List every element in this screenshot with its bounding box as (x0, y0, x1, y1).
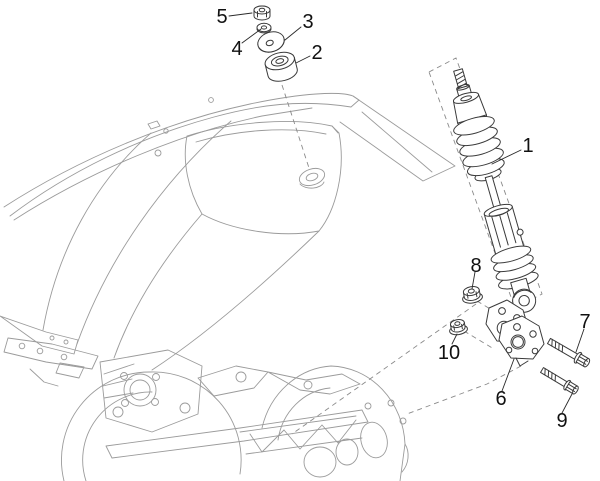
cup-washer-part-3 (257, 31, 285, 53)
top-mount-axis-dashed (281, 84, 310, 169)
bracket-to-engine-dashed-upper (291, 303, 477, 435)
bracket-to-engine-dashed-lower (406, 365, 522, 415)
callout-3: 3 (302, 11, 314, 33)
callout-6: 6 (495, 388, 507, 410)
callout-1: 1 (522, 135, 534, 157)
nut10-axis-dashed (463, 330, 495, 350)
hex-bolt-part-7 (547, 337, 591, 368)
hex-nut-part-5 (253, 5, 271, 21)
rear-body-panel-drawing (3, 92, 456, 387)
support-bracket-part-6 (485, 299, 545, 367)
shock-bellows (453, 116, 505, 182)
engine-crankcase-drawing (0, 315, 409, 481)
cylinder-block (99, 349, 203, 433)
callout-9: 9 (556, 410, 568, 432)
rubber-bushing-part-2 (264, 51, 298, 82)
swingarm-truss (239, 415, 363, 455)
callout-7: 7 (579, 311, 591, 333)
shock-boundary-dashed-box (428, 57, 543, 309)
flywheel-disc (61, 371, 242, 481)
shock-absorber-part-1 (452, 68, 539, 313)
callout-5: 5 (216, 6, 228, 28)
callout-10: 10 (437, 342, 461, 364)
hex-bolt-part-9 (540, 367, 579, 395)
callout-4: 4 (231, 38, 243, 60)
variator-disc (261, 365, 406, 481)
flange-nut-part-10 (449, 319, 468, 336)
callout-2: 2 (311, 42, 323, 64)
flange-nut-part-8 (462, 286, 483, 304)
callout-8: 8 (470, 255, 482, 277)
callout-leader-lines (228, 12, 585, 414)
small-washer-part-4 (256, 22, 272, 34)
